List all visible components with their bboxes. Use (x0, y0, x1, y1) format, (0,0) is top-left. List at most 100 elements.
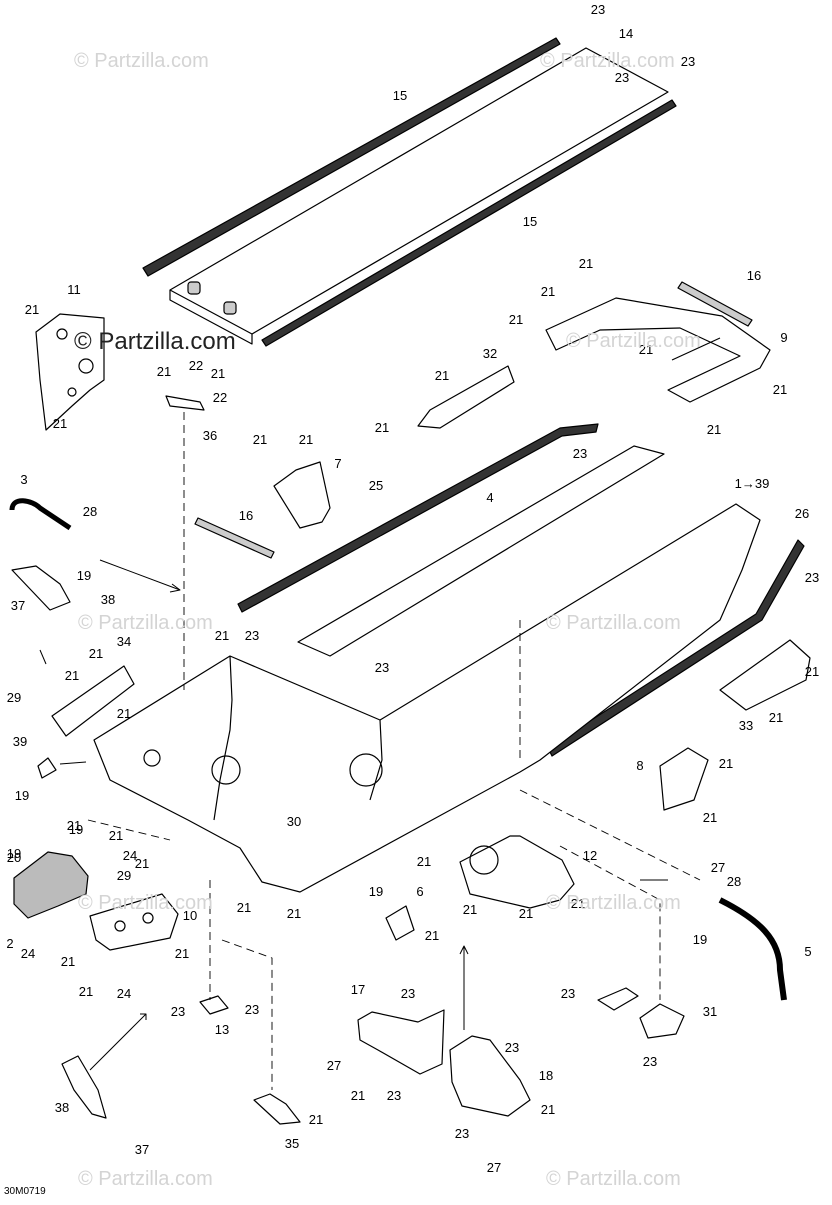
callout-21-33: 21 (61, 954, 75, 969)
watermark-8: © Partzilla.com (78, 1168, 213, 1190)
callout-19-4: 19 (7, 846, 21, 861)
callout-24-2: 24 (21, 946, 35, 961)
rail-25 (237, 423, 599, 613)
callout-13-1: 13 (215, 1022, 229, 1037)
callout-23-2: 23 (615, 70, 629, 85)
callout-21-12: 21 (707, 422, 721, 437)
callout-14-1: 14 (619, 26, 633, 41)
bracket-32 (417, 365, 515, 429)
callout-21-22: 21 (117, 706, 131, 721)
bracket-13 (199, 995, 229, 1015)
callout-21-11: 21 (773, 382, 787, 397)
callout-26-1: 26 (795, 506, 809, 521)
bracket-37-bottom (61, 1055, 107, 1119)
callout-30-1: 30 (287, 814, 301, 829)
callout-39-1: 39 (13, 734, 27, 749)
callout-29-1: 29 (117, 868, 131, 883)
callout-21-4: 21 (211, 366, 225, 381)
callout-21-5: 21 (253, 432, 267, 447)
callout-21-25: 21 (135, 856, 149, 871)
callout-16-1: 16 (747, 268, 761, 283)
callout-31-1: 31 (703, 1004, 717, 1019)
callout-23-5: 23 (245, 628, 259, 643)
plate-12 (459, 835, 575, 909)
callout-23-11: 23 (505, 1040, 519, 1055)
callout-25-1: 25 (369, 478, 383, 493)
callout-32-1: 32 (483, 346, 497, 361)
callout-21-28: 21 (571, 896, 585, 911)
callout-21-14: 21 (375, 420, 389, 435)
callout-21-21: 21 (65, 668, 79, 683)
handle-5 (718, 897, 787, 1001)
callout-6-1: 6 (416, 884, 423, 899)
callout-19-2: 19 (15, 788, 29, 803)
callout-21-7: 21 (579, 256, 593, 271)
callout-11-1: 11 (67, 282, 81, 297)
callout-9-1: 9 (780, 330, 787, 345)
callout-15-2: 15 (523, 214, 537, 229)
rail-top-right (261, 99, 677, 347)
watermark-bold: © Partzilla.com (74, 328, 236, 355)
tunnel-top-plate (169, 47, 669, 335)
callout-38-1: 38 (101, 592, 115, 607)
skid-2 (13, 851, 89, 919)
callout-3-1: 3 (20, 472, 27, 487)
callout-18-1: 18 (539, 1068, 553, 1083)
callout-21-23: 21 (67, 818, 81, 833)
bracket-30 (597, 987, 639, 1011)
callout-37-2: 37 (135, 1142, 149, 1157)
bracket-10 (89, 893, 179, 951)
callout-21-6: 21 (299, 432, 313, 447)
callout-21-3: 21 (157, 364, 171, 379)
bracket-37-top (11, 565, 71, 611)
callout-33-1: 33 (739, 718, 753, 733)
callout-27-2: 27 (327, 1058, 341, 1073)
callout-19-6: 19 (369, 884, 383, 899)
callout-21-29: 21 (425, 928, 439, 943)
callout-21-35: 21 (79, 984, 93, 999)
watermark-6: © Partzilla.com (78, 892, 213, 914)
callout-16-2: 16 (239, 508, 253, 523)
callout-24-1: 24 (123, 848, 137, 863)
callout-23-12: 23 (387, 1088, 401, 1103)
callout-12-1: 12 (583, 848, 597, 863)
callout-35-1: 35 (285, 1136, 299, 1151)
drawing-code: 30M0719 (4, 1186, 46, 1197)
callout-28-2: 28 (727, 874, 741, 889)
watermark-5: © Partzilla.com (546, 612, 681, 634)
callout-21-17: 21 (719, 756, 733, 771)
callout-34-1: 34 (117, 634, 131, 649)
callout-19-1: 19 (77, 568, 91, 583)
callout-5-1: 5 (804, 944, 811, 959)
bracket-39 (37, 757, 57, 779)
bracket-9 (545, 297, 771, 403)
rail-top-left (142, 37, 561, 277)
callout-21-9: 21 (509, 312, 523, 327)
bracket-31 (639, 1003, 685, 1039)
callout-21-2: 21 (53, 416, 67, 431)
callout-21-30: 21 (417, 854, 431, 869)
callout-29-2: 29 (7, 690, 21, 705)
callout-23-13: 23 (455, 1126, 469, 1141)
callout-22-1: 22 (189, 358, 203, 373)
callout-27-3: 27 (487, 1160, 501, 1175)
watermark-4: © Partzilla.com (78, 612, 213, 634)
callout-24-3: 24 (117, 986, 131, 1001)
callout-21-34: 21 (175, 946, 189, 961)
callout-23-4: 23 (573, 446, 587, 461)
callout-38-2: 38 (55, 1100, 69, 1115)
watermark-2: © Partzilla.com (540, 50, 675, 72)
strip-top-right (677, 281, 753, 327)
callout-20-1: 20 (7, 850, 21, 865)
callout-10-1: 10 (183, 908, 197, 923)
callout-21-38: 21 (541, 1102, 555, 1117)
callout-21-13: 21 (435, 368, 449, 383)
bracket-17 (357, 1009, 445, 1075)
callout-37-1: 37 (11, 598, 25, 613)
callout-8-1: 8 (636, 758, 643, 773)
bracket-11 (35, 313, 105, 431)
callout-23-3: 23 (681, 54, 695, 69)
bracket-35 (253, 1093, 301, 1125)
